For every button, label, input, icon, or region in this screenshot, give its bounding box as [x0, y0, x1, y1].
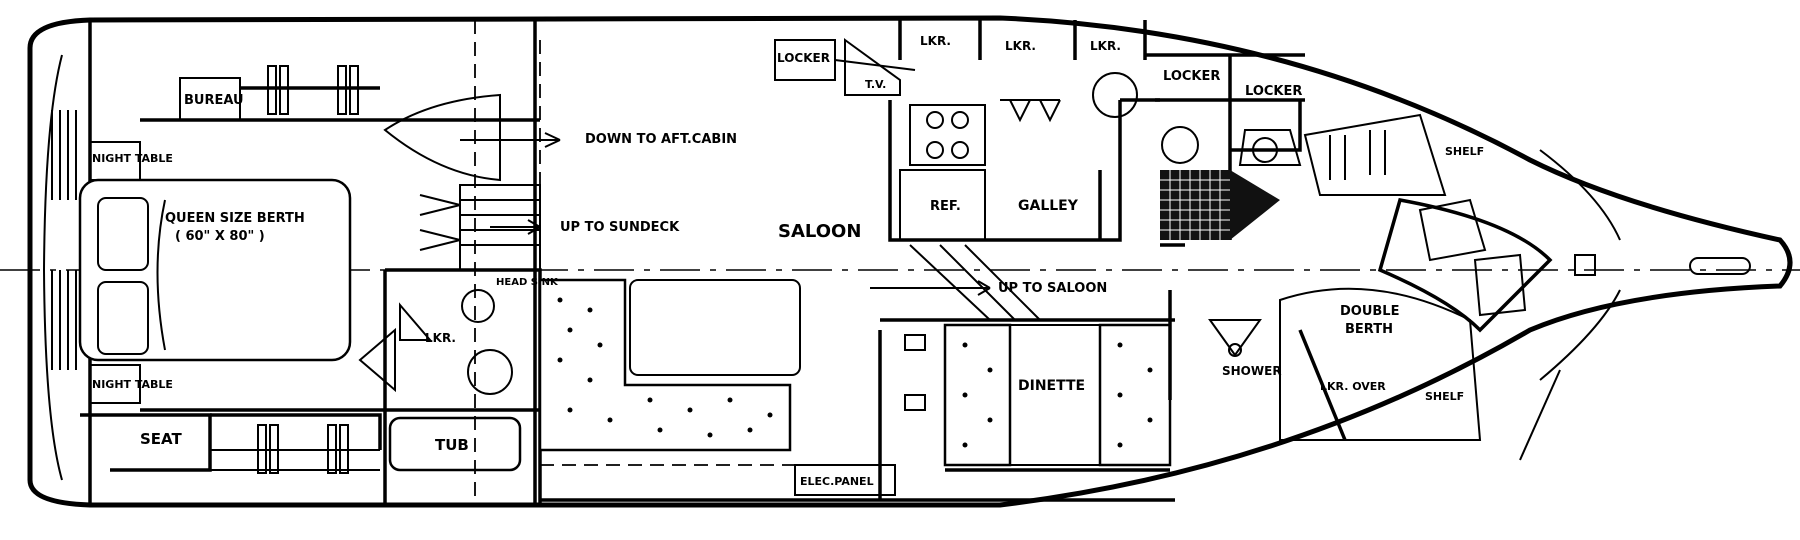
settee-pattern — [557, 297, 773, 438]
shower-label: SHOWER — [1222, 364, 1282, 378]
queen-berth-dims: ( 60" X 80" ) — [175, 229, 265, 244]
saloon-label: SALOON — [778, 221, 861, 242]
locker-1-label: LKR. — [920, 34, 951, 48]
locker-2-label: LKR. — [1005, 39, 1036, 53]
direction-arrows — [460, 132, 991, 296]
night-table-bottom-label: NIGHT TABLE — [92, 378, 173, 391]
forward-lockers — [898, 20, 1447, 400]
head-sink-label: HEAD SINK — [496, 277, 559, 288]
aft-cabin — [78, 20, 542, 505]
refrigerator-label: REF. — [930, 199, 961, 214]
double-berth-label-2: BERTH — [1345, 322, 1393, 337]
queen-berth-label: QUEEN SIZE BERTH — [165, 211, 305, 226]
forward-cabin — [1208, 149, 1751, 461]
aft-locker-label: LKR. — [425, 331, 456, 345]
shelf-bottom-label: SHELF — [1425, 390, 1464, 403]
saloon-locker-label: LOCKER — [777, 51, 830, 65]
tv-label: T.V. — [865, 78, 886, 91]
night-table-top-label: NIGHT TABLE — [92, 152, 173, 165]
tub-label: TUB — [435, 436, 469, 454]
locker-3-label: LKR. — [1090, 39, 1121, 53]
seat-label: SEAT — [140, 430, 182, 448]
forward-locker-1-label: LOCKER — [1163, 69, 1220, 84]
up-sundeck-label: UP TO SUNDECK — [560, 220, 680, 235]
saloon — [533, 20, 1175, 505]
down-aft-cabin-label: DOWN TO AFT.CABIN — [585, 132, 737, 147]
dinette-label: DINETTE — [1018, 378, 1085, 394]
bureau-label: BUREAU — [184, 93, 244, 108]
forward-locker-2-label: LOCKER — [1245, 84, 1302, 99]
shower-grid — [1160, 170, 1230, 240]
up-saloon-label: UP TO SALOON — [998, 281, 1107, 296]
shelf-top-label: SHELF — [1445, 145, 1484, 158]
double-berth-label-1: DOUBLE — [1340, 304, 1399, 319]
transom-grille — [28, 48, 77, 481]
galley — [880, 98, 1175, 322]
dinette — [878, 323, 1172, 500]
locker-over-label: LKR. OVER — [1320, 380, 1386, 393]
galley-label: GALLEY — [1018, 198, 1079, 214]
elec-panel-label: ELEC.PANEL — [800, 475, 874, 488]
